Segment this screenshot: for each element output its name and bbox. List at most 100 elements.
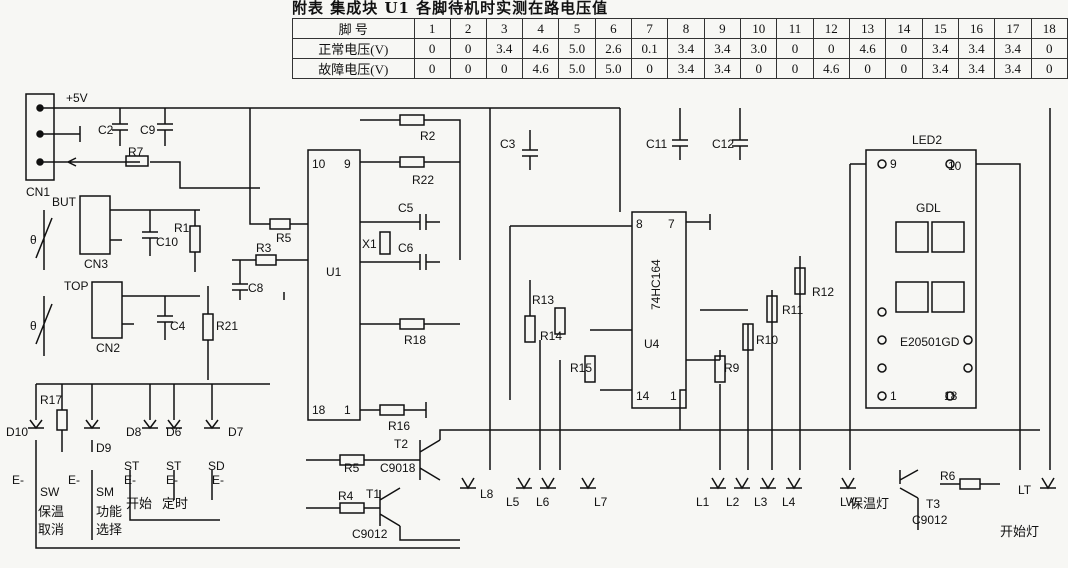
r5-label: R5	[276, 231, 292, 245]
u4-pin7: 7	[668, 217, 675, 231]
disp-pin1: 1	[890, 389, 897, 403]
r21-label: R21	[216, 319, 238, 333]
cn3-label: CN3	[84, 257, 108, 271]
c8-label: C8	[248, 281, 264, 295]
d7-label: D7	[228, 425, 244, 439]
l2-label: L2	[726, 495, 740, 509]
u1-pin9: 9	[344, 157, 351, 171]
led2-display	[865, 149, 977, 409]
l5-label: L5	[506, 495, 520, 509]
vcc-label: +5V	[66, 91, 88, 105]
e-label-4: E-	[166, 473, 178, 487]
voltage-cell: 0	[848, 58, 887, 79]
r9-label: R9	[724, 361, 740, 375]
voltage-cell: 3.4	[703, 58, 742, 79]
voltage-cell: 4.6	[812, 58, 850, 79]
l3-label: L3	[754, 495, 768, 509]
u4-pin1: 1	[670, 389, 677, 403]
c2-label: C2	[98, 123, 114, 137]
u1-pin1: 1	[344, 403, 351, 417]
st-label-1: ST	[124, 459, 140, 473]
r22-label: R22	[412, 173, 434, 187]
sd-label: SD	[208, 459, 225, 473]
c3-label: C3	[500, 137, 516, 151]
kaishi-label: 开始	[126, 497, 152, 512]
d9-label: D9	[96, 441, 112, 455]
c9018-label: C9018	[380, 461, 416, 475]
gdl-label: GDL	[916, 201, 941, 215]
r1-label: R1	[174, 221, 190, 235]
cn1-connector	[25, 93, 55, 181]
c11-label: C11	[646, 137, 667, 151]
disp-pin10: 10	[948, 159, 962, 173]
u1-pin10: 10	[312, 157, 326, 171]
e-label-1: E-	[12, 473, 24, 487]
r17-label: R17	[40, 393, 62, 407]
sw-label: SW	[40, 485, 60, 499]
baowen-label: 保温	[38, 505, 64, 520]
c5-label: C5	[398, 201, 414, 215]
disp-pin18: 18	[944, 389, 958, 403]
xuanze-label: 选择	[96, 523, 122, 538]
cn1-label: CN1	[26, 185, 50, 199]
t2-label: T2	[394, 437, 408, 451]
theta-1: θ	[30, 233, 37, 247]
x1-label: X1	[362, 237, 377, 251]
l7-label: L7	[594, 495, 608, 509]
r4-label: R4	[338, 489, 354, 503]
r15-label: R15	[570, 361, 592, 375]
r18-label: R18	[404, 333, 426, 347]
e-label-5: E-	[212, 473, 224, 487]
table-caption: 附表 集成块 U1 各脚待机时实测在路电压值	[292, 0, 609, 17]
display-part: E20501GD	[900, 335, 960, 349]
voltage-cell: 0	[449, 58, 487, 79]
c6-label: C6	[398, 241, 414, 255]
d8-label: D8	[126, 425, 142, 439]
r7-label: R7	[128, 145, 144, 159]
quxiao-label: 取消	[38, 523, 64, 538]
voltage-cell: 3.4	[994, 58, 1032, 79]
u1-label: U1	[326, 265, 342, 279]
l1-label: L1	[696, 495, 710, 509]
e-label-3: E-	[124, 473, 136, 487]
led2-label: LED2	[912, 133, 942, 147]
pin-number-cell: 11	[776, 18, 814, 39]
c9012a-label: C9012	[352, 527, 388, 541]
row-label-cell: 故障电压(V)	[292, 58, 415, 79]
t1-label: T1	[366, 487, 380, 501]
top-label: TOP	[64, 279, 88, 293]
d10-label: D10	[6, 425, 28, 439]
e-label-2: E-	[68, 473, 80, 487]
r3-label: R3	[256, 241, 272, 255]
l4-label: L4	[782, 495, 796, 509]
r16-label: R16	[388, 419, 410, 433]
pin-number-cell: 13	[848, 18, 887, 39]
cn3-connector	[79, 195, 111, 255]
u4-label: U4	[644, 337, 660, 351]
u4-pin8: 8	[636, 217, 643, 231]
d6-label: D6	[166, 425, 182, 439]
pin-number-cell: 17	[994, 18, 1032, 39]
theta-2: θ	[30, 319, 37, 333]
but-label: BUT	[52, 195, 77, 209]
wiring	[25, 93, 1056, 549]
r13-label: R13	[532, 293, 554, 307]
cn2-connector	[91, 281, 123, 339]
pin-number-cell: 14	[885, 18, 923, 39]
voltage-cell: 5.0	[594, 58, 632, 79]
c12-label: C12	[712, 137, 734, 151]
voltage-cell: 5.0	[558, 38, 596, 59]
sm-label: SM	[96, 485, 114, 499]
l8-label: L8	[480, 487, 494, 501]
r12-label: R12	[812, 285, 834, 299]
lt-label: LT	[1018, 483, 1032, 497]
disp-pin9: 9	[890, 157, 897, 171]
u1-chip	[307, 149, 361, 421]
r6-label: R6	[940, 469, 956, 483]
voltage-cell: 0	[413, 58, 451, 79]
lw-label: LW	[840, 495, 858, 509]
